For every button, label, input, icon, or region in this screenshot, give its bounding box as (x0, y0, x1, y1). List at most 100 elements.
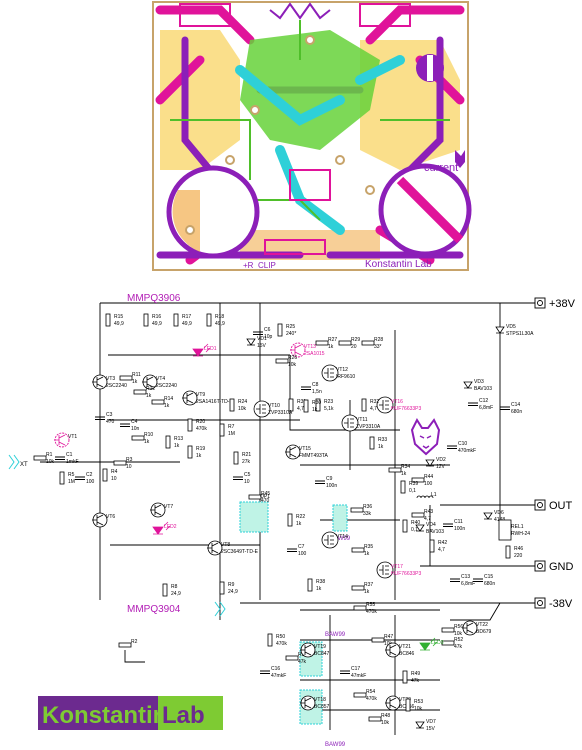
part-id: R30 (312, 400, 321, 406)
part-id: C3 (106, 412, 113, 418)
wolf-logo-icon (455, 150, 465, 168)
part-value: 470 (261, 498, 270, 504)
part-value: 49,9 (152, 321, 162, 327)
part-id: R56 (454, 624, 463, 630)
part-value: 47k (411, 678, 420, 684)
part-id: R26 (288, 355, 297, 361)
part-id: VD5 (506, 324, 516, 330)
part-id: R44 (424, 474, 433, 480)
part-id: R1 (46, 452, 53, 458)
part-value: 2SC3649T-TD-E (221, 549, 259, 555)
part-value: 49,9 (182, 321, 192, 327)
part-value: 1k (316, 586, 322, 592)
part-id: R40 (411, 520, 420, 526)
part-id: C15 (484, 574, 493, 580)
part-value: 1M (68, 479, 75, 485)
part-value: 1k (296, 521, 302, 527)
part-value: 680n (511, 409, 522, 415)
part-id: R18 (215, 314, 224, 320)
part-id: R43 (424, 509, 433, 515)
part-value: 2SC2240 (106, 383, 127, 389)
part-value: 10p (264, 334, 273, 340)
part-value: BC847 (314, 651, 330, 657)
part-value: BC846 (399, 651, 415, 657)
parts-layer: R1549,9R1649,9R1749,9R1849,9LED1VT32SC22… (33, 313, 534, 732)
part-id: VT4 (156, 376, 165, 382)
part-value: 680n (484, 581, 495, 587)
part-id: R9 (228, 582, 235, 588)
part-value: 1k (364, 551, 370, 557)
part-id: C10 (458, 441, 467, 447)
part-value: 4,7 (297, 406, 304, 412)
part-value: BD679 (476, 629, 492, 635)
part-id: R36 (363, 504, 372, 510)
part-value: 1k (364, 589, 370, 595)
part-id: R53 (414, 699, 423, 705)
part-id: R37 (364, 582, 373, 588)
part-id: OP1 (260, 494, 270, 500)
part-id: R42 (438, 540, 447, 546)
part-value: FMMT493TA (299, 453, 328, 459)
part-value: 470mkF (458, 448, 476, 454)
part-value: BC857 (314, 704, 330, 710)
part-id: R38 (316, 579, 325, 585)
part-id: VD1 (257, 336, 267, 342)
part-value: 470k (366, 609, 377, 615)
part-id: R10 (144, 432, 153, 438)
terminal-pos (534, 297, 546, 309)
part-id: VD2 (436, 457, 446, 463)
part-id: VT1 (68, 434, 77, 440)
part-value: STPS1L30A (506, 331, 534, 337)
baw99-box-a (332, 504, 348, 532)
part-id: R45 (261, 491, 270, 497)
part-id: R3 (126, 457, 133, 463)
part-id: R31 (297, 399, 306, 405)
part-value: 10n (131, 426, 140, 432)
part-value: 49,9 (215, 321, 225, 327)
part-value: 240* (286, 331, 296, 337)
rail-pos-label: +38V (549, 298, 576, 310)
part-value: 1k (146, 393, 152, 399)
part-value: 33k (363, 511, 372, 517)
logo-part2: Lab (162, 702, 205, 729)
part-value: 100 (424, 481, 433, 487)
part-value: ZVP3310A (356, 424, 381, 430)
part-vt6: VT6 (91, 512, 115, 528)
terminal-gnd (534, 560, 546, 572)
part-led1: LED1 (192, 343, 217, 357)
part-id: LED1 (204, 346, 217, 352)
part-id: R19 (196, 446, 205, 452)
part-id: VD7 (426, 719, 436, 725)
part-value: IRF9610 (336, 374, 355, 380)
part-id: R25 (286, 324, 295, 330)
baw99-label-b: BAW99 (325, 632, 346, 638)
part-id: VT15 (299, 446, 311, 452)
part-value: 10k (238, 406, 247, 412)
part-value: 10k (46, 459, 55, 465)
input-connector (8, 454, 20, 470)
